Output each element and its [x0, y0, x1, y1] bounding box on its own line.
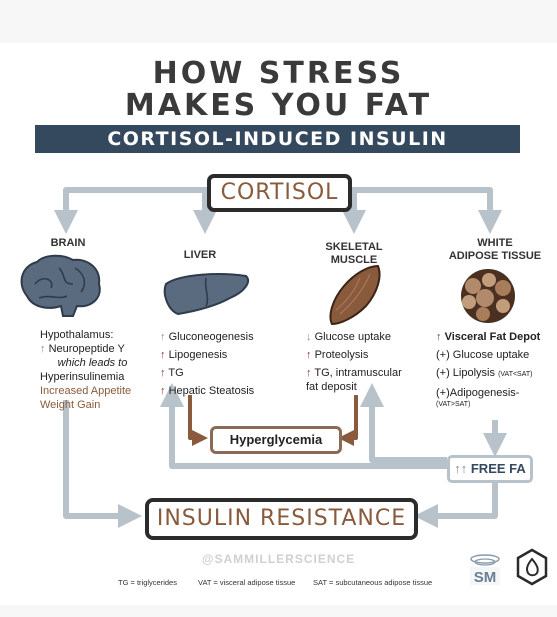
cortisol-box: CORTISOL	[207, 174, 352, 212]
adipose-effects: ↑ Visceral Fat Depot (+) Glucose uptake …	[436, 330, 556, 409]
brain-line-6: Weight Gain	[40, 399, 101, 411]
muscle-item: ↑ Proteolysis	[306, 349, 369, 361]
liver-icon	[163, 273, 249, 316]
muscle-effects: ↓ Glucose uptake ↑ Proteolysis ↑ TG, int…	[306, 330, 431, 394]
subtitle-banner: CORTISOL-INDUCED INSULIN RESISTANCE	[35, 125, 520, 178]
muscle-label-line-2: MUSCLE	[330, 254, 378, 266]
arrow-freefa-to-liver	[160, 383, 447, 469]
insulin-resistance-box: INSULIN RESISTANCE	[145, 498, 418, 540]
liver-item: ↑ TG	[160, 367, 184, 379]
adipose-item-note: (VAT>SAT)	[436, 401, 471, 408]
adipose-label-line-1: WHITE	[477, 237, 513, 249]
hexagon-logo-icon	[516, 548, 548, 586]
brain-line-2: ↑ Neuropeptide Y	[40, 343, 125, 355]
footnote-tg: TG = triglycerides	[118, 578, 177, 587]
arrow-to-brain	[54, 187, 207, 234]
title-line-1: HOW STRESS	[152, 56, 405, 91]
hyperglycemia-box: Hyperglycemia	[210, 426, 342, 454]
liver-item: ↑ Gluconeogenesis	[160, 331, 254, 343]
arrow-brain-to-ir	[63, 400, 142, 528]
brain-icon	[20, 254, 101, 317]
free-fa-box: ↑↑ FREE FA	[447, 455, 533, 483]
social-handle: @SAMMILLERSCIENCE	[201, 552, 356, 566]
muscle-icon	[329, 264, 381, 326]
arrow-to-adipose	[351, 187, 502, 234]
adipose-item: (+) Glucose uptake	[436, 349, 530, 361]
adipose-item: (+)Adipogenesis-	[436, 387, 520, 399]
fat-cells-icon	[461, 269, 515, 323]
arrow-freefa-to-ir	[414, 480, 498, 528]
adipose-label: WHITE ADIPOSE TISSUE	[440, 237, 550, 263]
muscle-item: fat deposit	[306, 381, 357, 393]
muscle-item: ↓ Glucose uptake	[306, 331, 391, 343]
muscle-label-line-1: SKELETAL	[325, 241, 383, 253]
arrow-liver-to-hyperglycemia	[188, 395, 208, 446]
brain-line-4: Hyperinsulinemia	[40, 371, 125, 383]
title-line-2: MAKES YOU FAT	[124, 88, 433, 123]
sm-logo-icon: SM	[470, 554, 500, 586]
adipose-label-line-2: ADIPOSE TISSUE	[448, 250, 542, 262]
brain-label: BRAIN	[50, 237, 86, 249]
brain-line-1: Hypothalamus:	[40, 329, 114, 341]
brain-effects: Hypothalamus: ↑ Neuropeptide Y which lea…	[40, 328, 145, 412]
muscle-item: ↑ TG, intramuscular	[306, 367, 402, 379]
sm-logo-text: SM	[474, 569, 497, 586]
footnote-sat: SAT = subcutaneous adipose tissue	[313, 578, 433, 587]
liver-item: ↑ Lipogenesis	[160, 349, 228, 361]
brain-line-5: Increased Appetite	[40, 385, 132, 397]
liver-item: ↑ Hepatic Steatosis	[160, 385, 255, 397]
brain-line-3: which leads to	[57, 357, 128, 369]
footnote-vat: VAT = visceral adipose tissue	[198, 578, 296, 587]
adipose-item: ↑ Visceral Fat Depot	[436, 331, 541, 343]
liver-label: LIVER	[183, 249, 217, 261]
arrow-muscle-to-hyperglycemia	[338, 395, 358, 446]
adipose-item: (+) Lipolysis (VAT<SAT)	[436, 367, 533, 379]
arrow-freefa-to-muscle	[360, 383, 447, 463]
liver-effects: ↑ Gluconeogenesis ↑ Lipogenesis ↑ TG ↑ H…	[160, 330, 290, 398]
muscle-label: SKELETAL MUSCLE	[316, 241, 392, 267]
